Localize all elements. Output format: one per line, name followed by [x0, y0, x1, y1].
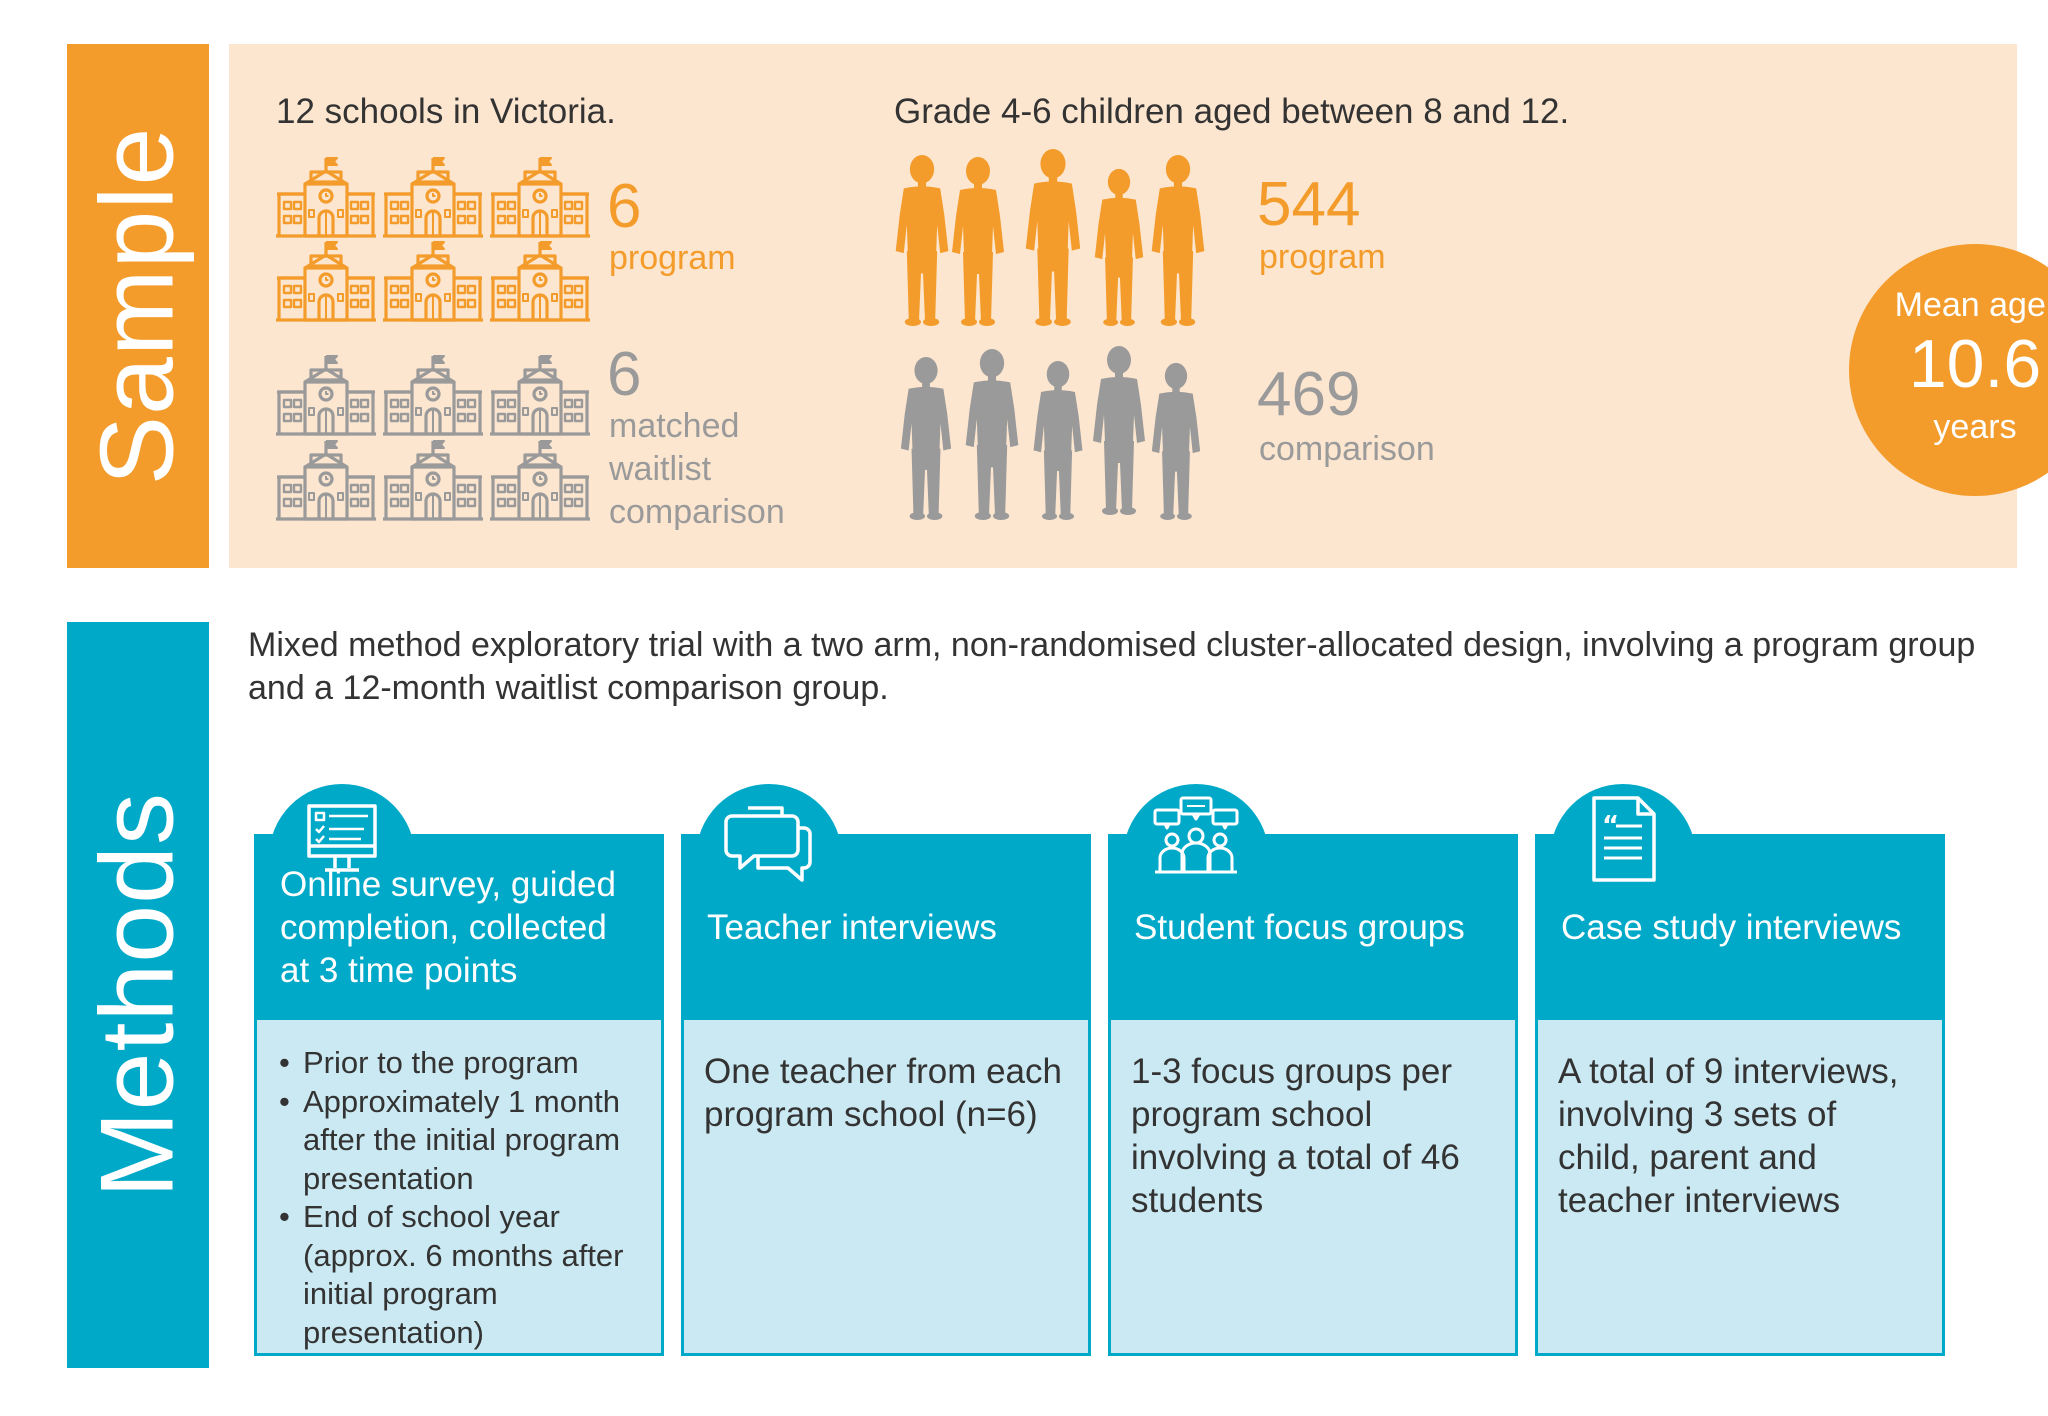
card-body-text: 1-3 focus groups per program school invo… [1131, 1052, 1460, 1220]
mean-age-value: 10.6 [1908, 326, 2042, 402]
card-body: 1-3 focus groups per program school invo… [1108, 1020, 1518, 1356]
child-silhouette-icon [1029, 360, 1087, 520]
child-silhouette-icon [1145, 362, 1207, 520]
method-card-teacher-interviews: Teacher interviews One teacher from each… [681, 784, 1091, 1356]
comparison-schools-count: 6 [607, 340, 642, 409]
schools-heading: 12 schools in Victoria. [276, 92, 616, 131]
mean-age-badge: Mean age: 10.6 years [1849, 244, 2048, 496]
school-icon [382, 439, 484, 521]
school-icon [275, 240, 377, 322]
list-item: Prior to the program [277, 1044, 651, 1083]
sample-tab-label: Sample [79, 126, 196, 486]
children-heading: Grade 4-6 children aged between 8 and 12… [894, 92, 1570, 131]
comparison-students-label: comparison [1259, 430, 1435, 468]
child-silhouette-icon [891, 356, 961, 520]
card-title-bar: Teacher interviews [681, 834, 1091, 1020]
list-item: Approximately 1 month after the initial … [277, 1083, 651, 1199]
quote-document-icon: “ [1592, 796, 1656, 882]
school-icon [382, 240, 484, 322]
program-schools-label: program [609, 239, 736, 277]
methods-tab: Methods [67, 622, 209, 1368]
card-title-bar: Student focus groups [1108, 834, 1518, 1020]
school-icon [489, 354, 591, 436]
child-silhouette-icon [941, 156, 1015, 326]
child-silhouette-icon [959, 348, 1025, 520]
program-students-count: 544 [1257, 170, 1361, 239]
child-silhouette-icon [1144, 154, 1212, 326]
card-body: A total of 9 interviews, involving 3 set… [1535, 1020, 1945, 1356]
school-icon [489, 439, 591, 521]
group-discussion-icon [1153, 796, 1239, 874]
card-title-bar: Online survey, guided completion, collec… [254, 834, 664, 1020]
comparison-schools-line: waitlist [609, 450, 712, 488]
program-students-label: program [1259, 238, 1386, 276]
card-body-text: A total of 9 interviews, involving 3 set… [1558, 1052, 1899, 1220]
comparison-schools-line: comparison [609, 493, 785, 531]
computer-survey-icon [307, 804, 377, 872]
comparison-schools-line: matched [609, 407, 740, 445]
card-title: Case study interviews [1561, 907, 1902, 947]
list-item: End of school year (approx. 6 months aft… [277, 1198, 651, 1352]
mean-age-unit: years [1933, 408, 2017, 446]
methods-intro: Mixed method exploratory trial with a tw… [248, 626, 1976, 707]
school-icon [275, 156, 377, 238]
card-body: Prior to the program Approximately 1 mon… [254, 1020, 664, 1356]
comparison-schools-label: matched waitlist comparison [609, 405, 785, 534]
sample-tab: Sample [67, 44, 209, 568]
card-body: One teacher from each program school (n=… [681, 1020, 1091, 1356]
school-icon [489, 240, 591, 322]
school-icon [275, 439, 377, 521]
child-silhouette-icon [1015, 148, 1091, 326]
sample-panel: 12 schools in Victoria. Grade 4-6 childr… [229, 44, 2048, 568]
program-schools-count: 6 [607, 172, 642, 241]
school-icon [275, 354, 377, 436]
survey-time-points-list: Prior to the program Approximately 1 mon… [277, 1044, 651, 1352]
school-icon [382, 156, 484, 238]
speech-bubbles-icon [724, 806, 812, 882]
mean-age-label: Mean age: [1894, 286, 2048, 324]
child-silhouette-icon [1087, 168, 1151, 326]
card-title: Teacher interviews [707, 907, 997, 947]
card-title-bar: Case study interviews [1535, 834, 1945, 1020]
svg-text:“: “ [1602, 811, 1619, 841]
child-silhouette-icon [1089, 340, 1149, 520]
method-card-online-survey: Online survey, guided completion, collec… [254, 784, 664, 1356]
school-icon [489, 156, 591, 238]
method-card-case-study-interviews: Case study interviews “ A total of 9 int… [1535, 784, 1945, 1356]
method-card-student-focus-groups: Student focus groups 1-3 focus groups pe… [1108, 784, 1518, 1356]
school-icon [382, 354, 484, 436]
comparison-students-count: 469 [1257, 360, 1361, 429]
card-body-text: One teacher from each program school (n=… [704, 1052, 1062, 1134]
card-title: Student focus groups [1134, 907, 1465, 947]
methods-tab-label: Methods [79, 792, 196, 1198]
